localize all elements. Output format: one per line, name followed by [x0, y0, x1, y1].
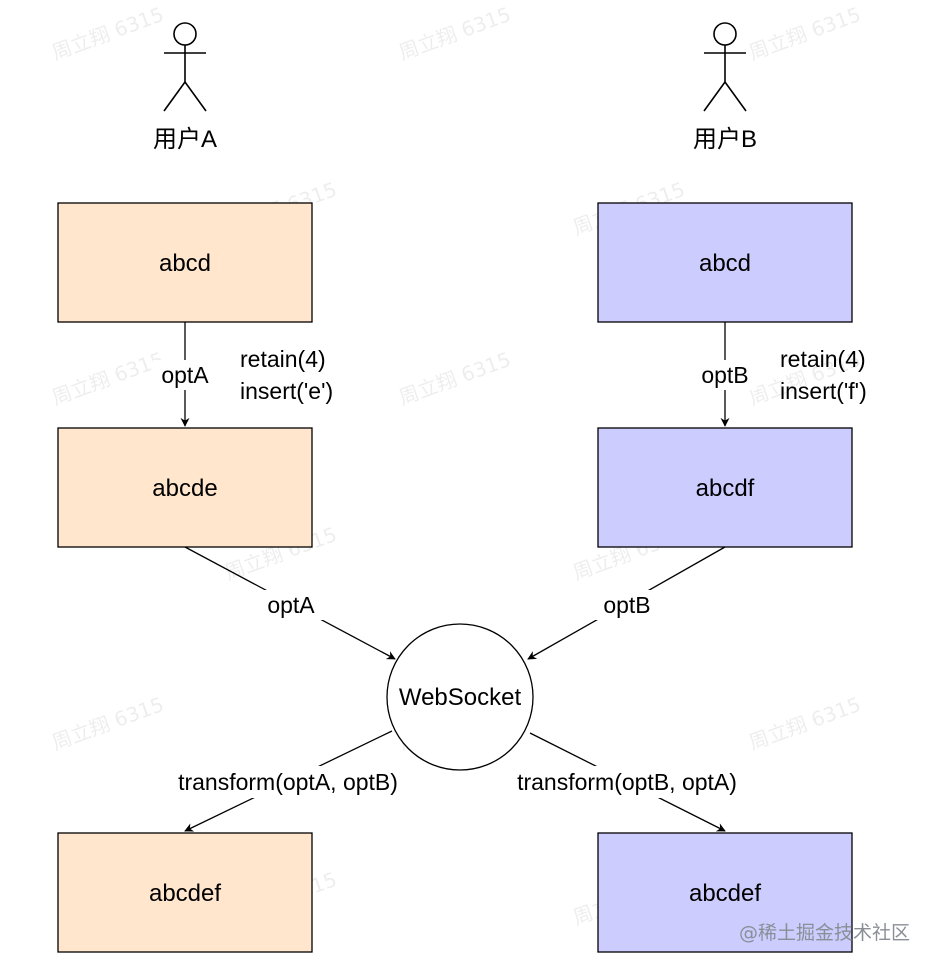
edge-server-to-user-a: transform(optA, optB): [158, 730, 418, 832]
watermark: 周立翔 6315: [49, 692, 167, 755]
op-line-insert: insert('e'): [240, 378, 333, 404]
watermark: 周立翔 6315: [49, 347, 167, 410]
state-text: abcdef: [689, 880, 761, 907]
edge-user-a-local-op: optA retain(4) insert('e'): [153, 322, 333, 427]
edge-user-b-to-server: optB: [527, 546, 726, 660]
user-a-actor: [163, 22, 207, 112]
actor-head: [173, 22, 197, 46]
user-b-label: 用户B: [693, 126, 757, 153]
op-line-insert: insert('f'): [780, 378, 867, 404]
actor-leg-right: [184, 81, 207, 112]
user-b-state-1: abcd: [597, 202, 853, 323]
edge-label: transform(optB, optA): [517, 769, 737, 795]
watermark: 周立翔 6315: [746, 2, 864, 65]
state-text: abcdf: [696, 475, 755, 502]
edge-label: optB: [603, 592, 650, 618]
state-text: abcd: [699, 250, 751, 277]
watermark: 周立翔 6315: [396, 2, 514, 65]
edge-user-a-to-server: optA: [184, 546, 396, 660]
op-line-retain: retain(4): [240, 346, 326, 372]
actor-head: [713, 22, 737, 46]
actor-leg-right: [724, 81, 747, 112]
watermark: 周立翔 6315: [396, 347, 514, 410]
user-b-state-2: abcdf: [597, 427, 853, 548]
user-b-state-3: abcdef: [597, 832, 853, 953]
edge-server-to-user-b: transform(optB, optA): [497, 732, 757, 832]
user-a-state-2: abcde: [57, 427, 313, 548]
edge-label: transform(optA, optB): [178, 769, 398, 795]
user-b-actor: [703, 22, 747, 112]
state-text: abcd: [159, 250, 211, 277]
edge-label: optB: [701, 362, 748, 388]
user-a-label: 用户A: [153, 126, 217, 153]
watermark: 周立翔 6315: [49, 2, 167, 65]
server-label: WebSocket: [399, 684, 522, 711]
watermark: 周立翔 6315: [746, 692, 864, 755]
user-a-state-3: abcdef: [57, 832, 313, 953]
edge-user-b-local-op: optB retain(4) insert('f'): [693, 322, 867, 427]
actor-leg-left: [163, 81, 186, 112]
websocket-server: WebSocket: [386, 623, 534, 771]
actor-leg-left: [703, 81, 726, 112]
footer-watermark: @稀土掘金技术社区: [739, 922, 910, 944]
user-a-state-1: abcd: [57, 202, 313, 323]
edge-label: optA: [267, 592, 315, 618]
op-line-retain: retain(4): [780, 346, 866, 372]
edge-label: optA: [161, 362, 209, 388]
state-text: abcde: [152, 475, 217, 502]
state-text: abcdef: [149, 880, 221, 907]
